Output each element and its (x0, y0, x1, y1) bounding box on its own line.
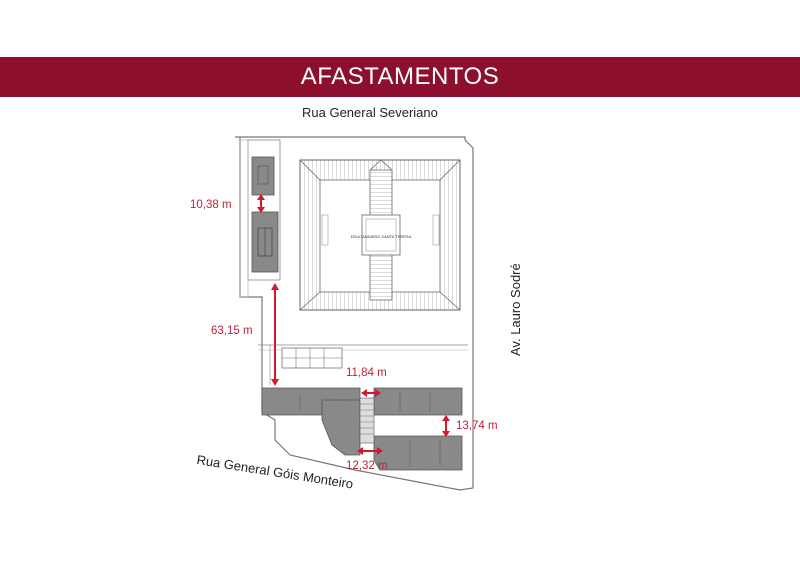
title-banner: AFASTAMENTOS (0, 57, 800, 97)
historic-building-label: EDUCANDÁRIO SANTA TERESA (351, 234, 412, 239)
dimension-label-10-38: 10,38 m (190, 199, 232, 211)
new-buildings (261, 387, 463, 471)
dimension-arrow-10-38 (257, 194, 265, 213)
street-label-top: Rua General Severiano (302, 105, 438, 120)
dimension-label-11-84: 11,84 m (346, 367, 387, 379)
page-title: AFASTAMENTOS (300, 63, 500, 90)
left-strip-inner (239, 139, 249, 298)
dimension-arrow-63-15 (271, 283, 279, 386)
dimension-arrow-13-74 (442, 415, 450, 437)
dimension-arrow-11-84 (361, 389, 381, 397)
dimension-label-13-74: 13,74 m (456, 420, 498, 432)
building-top-left (251, 156, 275, 196)
historic-building-roof (299, 159, 461, 311)
dimension-arrow-12-32 (357, 447, 383, 455)
dimension-label-63-15: 63,15 m (211, 325, 253, 337)
dimension-label-12-32: 12,32 m (346, 460, 388, 472)
